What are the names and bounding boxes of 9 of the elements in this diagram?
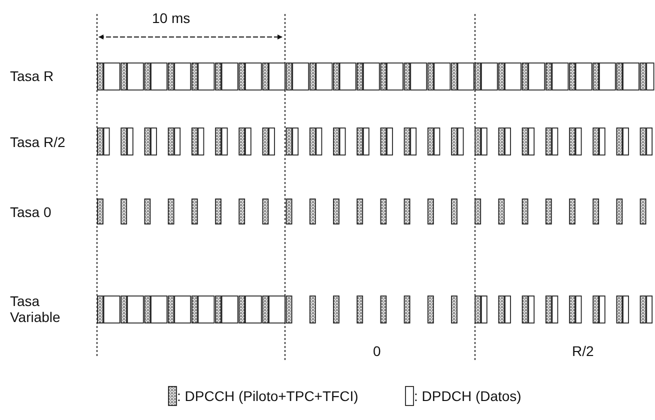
row-label: Tasa 0	[10, 204, 52, 220]
legend-text: : DPDCH (Datos)	[414, 388, 522, 404]
row-label: Tasa R/2	[10, 134, 66, 150]
rate-label: R/2	[572, 343, 594, 359]
rate-label: 0	[373, 343, 381, 359]
row-label: Tasa R	[10, 68, 54, 84]
duration-label: 10 ms	[152, 10, 190, 26]
legend-text: : DPCCH (Piloto+TPC+TFCI)	[177, 388, 358, 404]
row-label: Tasa Variable	[10, 293, 62, 325]
